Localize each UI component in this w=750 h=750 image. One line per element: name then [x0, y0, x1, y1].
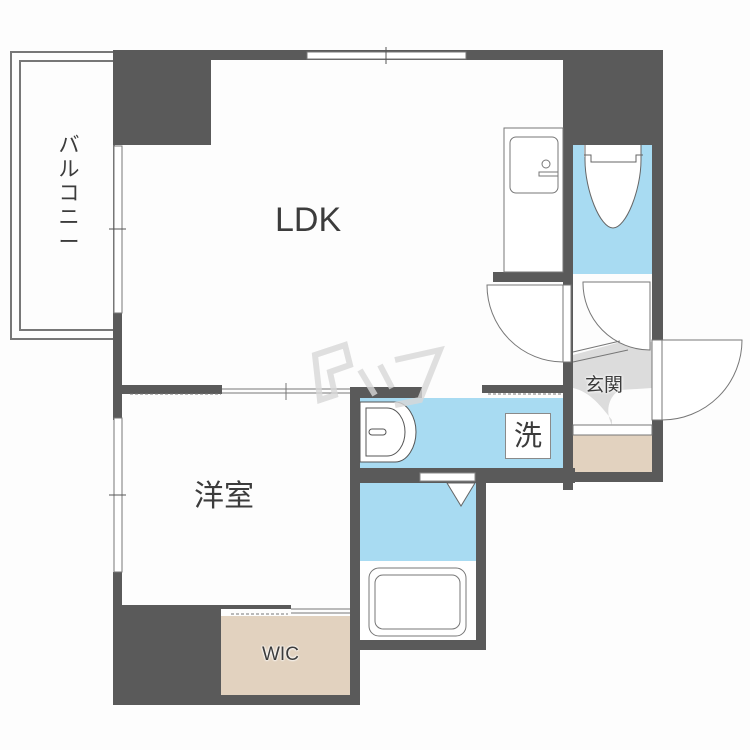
bathtub [360, 561, 476, 640]
kitchen-counter [503, 127, 564, 273]
sliding-doors [130, 383, 563, 615]
room-label-wic: WIC [262, 644, 299, 665]
watermark-logo [311, 341, 445, 408]
washbasin [359, 401, 417, 463]
room-label-ldk: LDK [275, 201, 342, 239]
wic-floor [221, 616, 350, 695]
washing-machine-space: 洗 [505, 413, 551, 459]
toilet [584, 145, 643, 229]
entrance-floor [573, 340, 652, 425]
shoe-storage [573, 435, 652, 472]
windows [109, 47, 467, 573]
drain-icon [446, 482, 476, 507]
swing-doors [486, 281, 743, 436]
room-label-western-room: 洋室 [194, 479, 254, 514]
room-label-entrance: 玄関 [585, 374, 624, 396]
bath-door-opening [419, 472, 476, 482]
room-label-balcony: バルコニー [58, 133, 80, 254]
